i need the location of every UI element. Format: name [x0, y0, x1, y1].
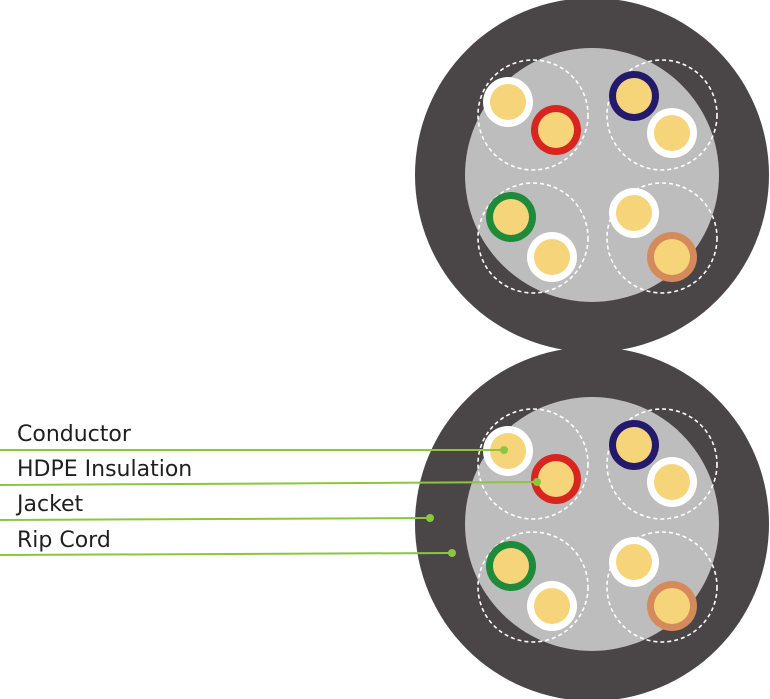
pair-separator-outline [606, 182, 718, 294]
copper-conductor [534, 239, 570, 275]
pair-separator-outline [606, 531, 718, 643]
twisted-pair [606, 59, 718, 171]
twisted-pair [477, 408, 589, 520]
leader-conductor-dot [500, 446, 508, 454]
twisted-pair [477, 531, 589, 643]
leader-rip-cord-dot [448, 549, 456, 557]
pair-separator-outline [606, 59, 718, 171]
twisted-pair [477, 182, 589, 294]
copper-conductor [654, 464, 690, 500]
copper-conductor [534, 588, 570, 624]
copper-conductor [493, 199, 529, 235]
copper-conductor [616, 544, 652, 580]
copper-conductor [493, 548, 529, 584]
copper-conductor [490, 433, 526, 469]
copper-conductor [538, 461, 574, 497]
twisted-pair [606, 182, 718, 294]
callout-lines [0, 446, 541, 557]
leader-insulation-dot [533, 478, 541, 486]
pair-separator-outline [477, 182, 589, 294]
copper-conductor [616, 195, 652, 231]
lower-cable-unit [415, 347, 769, 699]
copper-conductor [538, 112, 574, 148]
twisted-pair [477, 59, 589, 171]
label-conductor: Conductor [17, 422, 131, 447]
leader-rip-cord [0, 552, 453, 556]
leader-jacket [0, 517, 431, 521]
copper-conductor [490, 84, 526, 120]
pair-separator-outline [606, 408, 718, 520]
twisted-pair [606, 531, 718, 643]
copper-conductor [654, 115, 690, 151]
pair-separator-outline [477, 531, 589, 643]
label-jacket: Jacket [17, 492, 84, 517]
leader-insulation [0, 481, 538, 486]
leader-jacket-dot [426, 514, 434, 522]
pair-separator-outline [477, 59, 589, 171]
upper-cable-unit [415, 0, 769, 352]
copper-conductor [616, 78, 652, 114]
label-hdpe-insulation: HDPE Insulation [17, 457, 193, 482]
copper-conductor [616, 427, 652, 463]
twisted-pair [606, 408, 718, 520]
copper-conductor [654, 588, 690, 624]
label-rip-cord: Rip Cord [17, 528, 111, 553]
pair-separator-outline [477, 408, 589, 520]
copper-conductor [654, 239, 690, 275]
